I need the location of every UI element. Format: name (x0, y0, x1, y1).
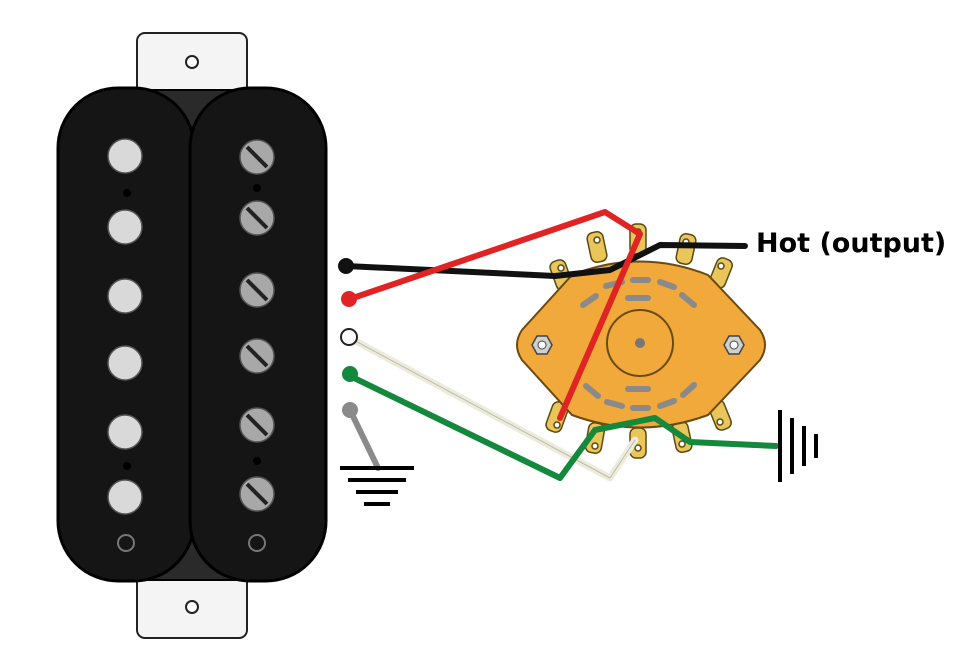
wires (343, 209, 779, 482)
rotary-switch (516, 223, 766, 459)
small-hole (123, 462, 131, 470)
small-ring (248, 534, 266, 552)
small-ring (117, 534, 135, 552)
screw-pole (239, 338, 275, 374)
slug-pole (107, 479, 143, 515)
wire-black (343, 242, 748, 279)
wire-bare (347, 407, 381, 471)
switch-lug (675, 233, 697, 265)
mount-hole-top (185, 55, 199, 69)
switch-nut-left (531, 335, 553, 355)
wire-terminals (338, 258, 358, 418)
screw-pole (239, 407, 275, 443)
wire-red (347, 209, 643, 421)
switch-lug (709, 257, 733, 289)
screw-pole (239, 272, 275, 308)
humbucker-pickup (56, 32, 328, 639)
small-hole (123, 189, 131, 197)
terminal-green (342, 366, 358, 382)
terminal-bare (342, 402, 358, 418)
slug-pole (107, 345, 143, 381)
terminal-black (338, 258, 354, 274)
wire-green (347, 373, 779, 481)
small-hole (253, 184, 261, 192)
slug-pole (107, 138, 143, 174)
mount-hole-bottom (185, 600, 199, 614)
switch-nut-right (723, 335, 745, 355)
slug-pole (107, 209, 143, 245)
screw-poles (239, 139, 275, 552)
slug-pole (107, 278, 143, 314)
terminal-red (341, 291, 357, 307)
ground-icon (340, 466, 414, 506)
hot-output-label: Hot (output) (756, 228, 947, 259)
slug-pole (107, 414, 143, 450)
screw-pole (239, 476, 275, 512)
ground-icon (778, 410, 818, 482)
slug-poles (107, 138, 143, 552)
switch-lugs (545, 223, 733, 459)
terminal-white (340, 328, 358, 346)
switch-shaft-center (635, 338, 645, 348)
screw-pole (239, 139, 275, 175)
screw-pole (239, 200, 275, 236)
small-hole (253, 457, 261, 465)
switch-lug (586, 231, 608, 263)
wire-white-outline (347, 336, 636, 479)
bobbin-right (188, 86, 328, 583)
